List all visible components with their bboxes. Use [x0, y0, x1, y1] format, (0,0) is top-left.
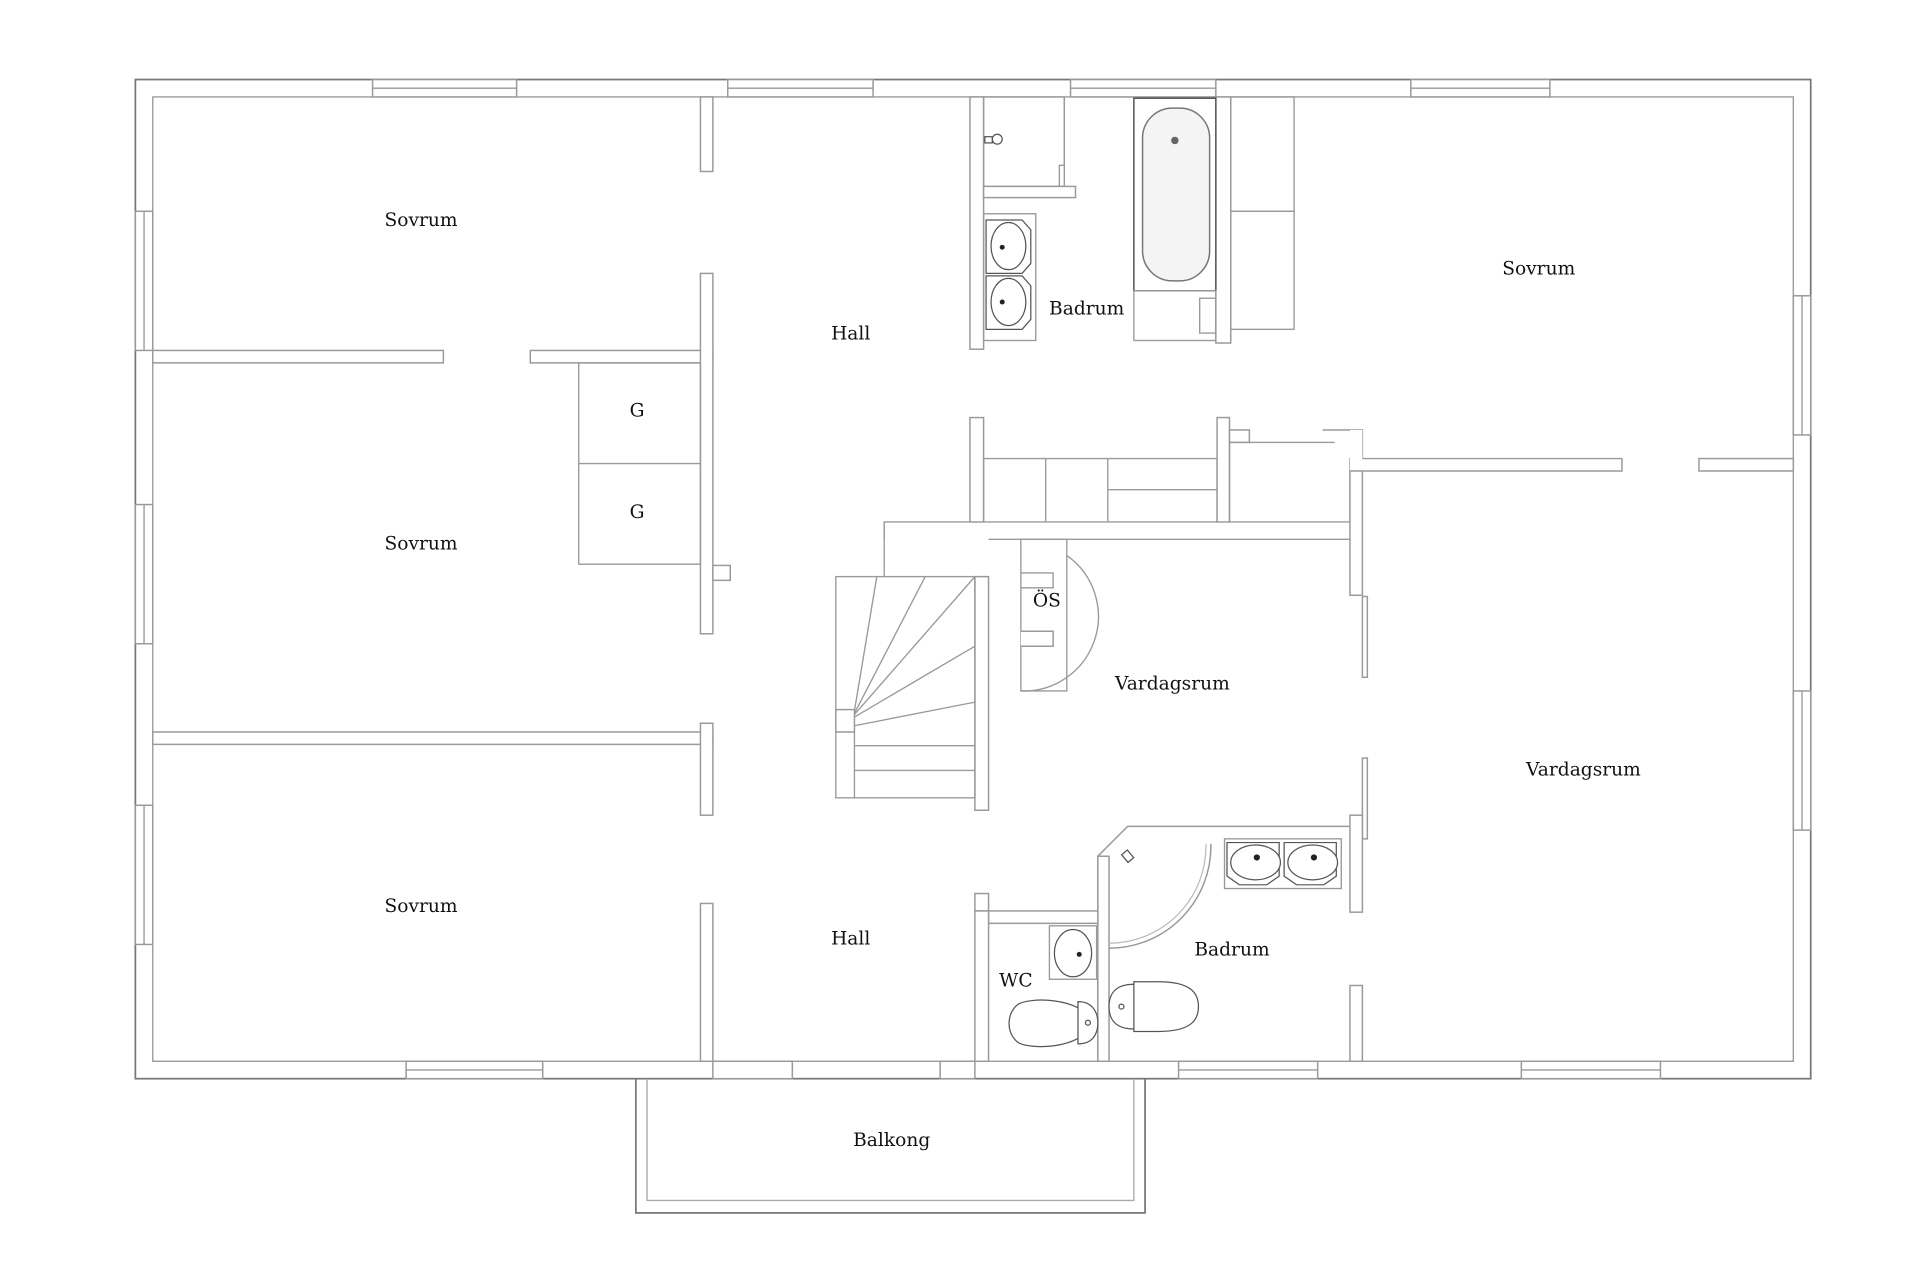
wc-fixtures — [1008, 925, 1099, 1048]
windows — [134, 78, 1812, 1080]
room-label-oppen-spis: ÖS — [1033, 588, 1061, 611]
room-label-garderob-1: G — [630, 400, 645, 421]
bathroom-north-fixtures — [982, 97, 1217, 342]
balcony — [634, 1078, 1146, 1214]
fireplace — [1020, 538, 1100, 692]
room-label-vardagsrum-e: Vardagsrum — [1525, 759, 1641, 780]
room-label-sovrum-w: Sovrum — [384, 533, 457, 554]
room-label-vardagsrum-c: Vardagsrum — [1114, 674, 1230, 695]
room-label-garderob-2: G — [630, 502, 645, 523]
room-labels: Sovrum Sovrum Sovrum Hall Hall G G Badru… — [384, 210, 1641, 1151]
room-label-sovrum-ne: Sovrum — [1502, 259, 1575, 280]
room-label-sovrum-nw: Sovrum — [384, 210, 457, 231]
room-label-hall-n: Hall — [831, 323, 870, 344]
room-label-balkong: Balkong — [853, 1130, 930, 1151]
interior-walls — [152, 96, 1795, 1080]
room-label-sovrum-sw: Sovrum — [384, 896, 457, 917]
bathroom-south-fixtures — [1108, 838, 1342, 1033]
room-label-badrum-s: Badrum — [1194, 940, 1270, 961]
room-label-badrum-n: Badrum — [1049, 298, 1125, 319]
room-label-wc: WC — [999, 971, 1032, 992]
room-label-hall-s: Hall — [831, 928, 870, 949]
staircase[interactable] — [835, 575, 976, 799]
